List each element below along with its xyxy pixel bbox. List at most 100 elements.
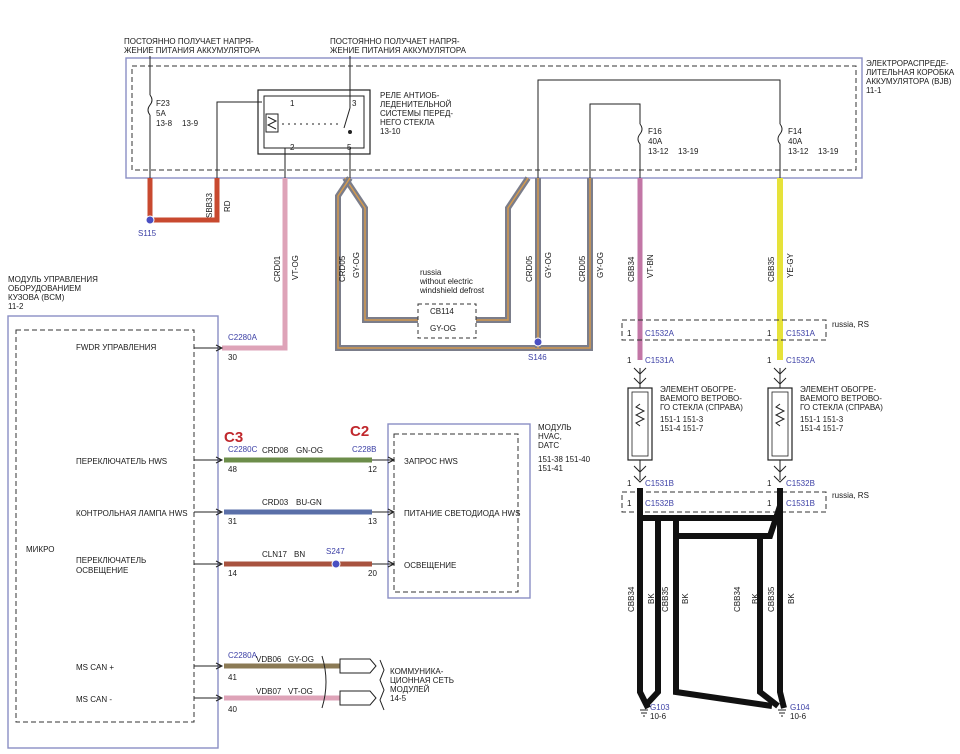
crd05-outer-stripe [337,177,591,349]
crd08-label: CRD08 [262,446,289,455]
lower-pin-right: 1 [767,499,772,508]
bcm-pin-14: 14 [228,569,237,578]
bjb-title-ref: 11-1 [866,86,882,95]
hvac-illum-label: ОСВЕЩЕНИЕ [404,561,456,570]
hvac-title-line1: МОДУЛЬ [538,423,572,432]
upper-pin-right: 1 [767,329,772,338]
c1531a-label: C1531A [645,356,675,365]
bcm-title-ref: 11-2 [8,302,24,311]
heater-left-resistor-icon [774,403,786,427]
f16-fuse-symbol [637,123,643,145]
bcm-illum-label-line1: ПЕРЕКЛЮЧАТЕЛЬ [76,556,146,565]
c1531a-dashed-label: C1531A [786,329,816,338]
bcm-illum-arrow-icon [194,560,224,568]
heater-right-top-chevron-icon [633,367,647,385]
bcm-can-plus-label: MS CAN + [76,663,114,672]
heater-left-title-line3: ГО СТЕКЛА (СПРАВА) [800,403,883,412]
s115-label: S115 [138,229,157,238]
g104-ref: 10-6 [790,712,807,721]
f14-rating: 40A [788,137,803,146]
can-net-title-line2: ЦИОННАЯ СЕТЬ [390,676,454,685]
vdb06-label: VDB06 [256,655,282,664]
bcm-title-line2: ОБОРУДОВАНИЕМ [8,284,81,293]
heater-right-resistor-icon [634,403,646,427]
relay-title-line2: ЛЕДЕНИТЕЛЬНОЙ [380,100,452,109]
vdb07-label: VDB07 [256,687,282,696]
hvac-outer-box [387,423,531,599]
lower-pin-left: 1 [627,499,632,508]
bcm-can-plus-arrow-icon [194,662,224,670]
relay-title-ref: 13-10 [380,127,401,136]
s115-splice [145,215,155,225]
relay-switch-icon [343,107,351,129]
bcm-title-line1: МОДУЛЬ УПРАВЛЕНИЯ [8,275,98,284]
c1531b-dashed-label: C1531B [786,499,815,508]
crd05-label-a: CRD05 [338,255,347,282]
g103-label: G103 [650,703,670,712]
hvac-title-line3: DATC [538,441,559,450]
heater-right-bottom-chevron-icon [633,465,647,483]
f14-name: F14 [788,127,802,136]
ground-wire-e [777,488,787,709]
f16-rating: 40A [648,137,663,146]
bcm-micro-label: МИКРО [26,545,54,554]
bcm-can-minus-label: MS CAN - [76,695,112,704]
ground-bk-1: BK [647,593,656,604]
relay-outer-box [257,89,371,155]
bjb-title-line3: АККУМУЛЯТОРА (BJB) [866,77,952,86]
cbb34-label: CBB34 [627,256,636,282]
bcm-conn-c2280a-bottom: C2280A [228,651,258,660]
bcm-can-minus-arrow-icon [194,694,224,702]
crd05-color-a: GY-OG [352,252,361,278]
hvac-req-label: ЗАПРОС HWS [404,457,458,466]
sbb33-label: SBB33 [205,193,214,218]
bjb-outer-box [125,57,863,179]
bcm-conn-c2280a-top: C2280A [228,333,258,342]
relay-pin1: 1 [290,99,295,108]
relay-coil-winding-icon [266,116,278,130]
bcm-pin-41: 41 [228,673,237,682]
s146-label: S146 [528,353,547,362]
c2-label: C2 [350,423,369,440]
crd05-inner-stripe [344,177,529,321]
f23-fuse-symbol [147,94,153,116]
c1531b-pin: 1 [627,479,632,488]
heater-right-refs2: 151-4 151-7 [660,424,704,433]
relay-inner-box [263,95,365,149]
c1532b-pin: 1 [767,479,772,488]
cb114-label: CB114 [430,307,454,316]
crd05-color-b: GY-OG [544,252,553,278]
s146-splice [533,337,543,347]
relay-title-line1: РЕЛЕ АНТИОБ- [380,91,440,100]
cln17-label: CLN17 [262,550,287,559]
f23-supply-note-line2: ЖЕНИЕ ПИТАНИЯ АККУМУЛЯТОРА [124,46,261,55]
c1531b-label: C1531B [645,479,674,488]
hvac-pin-13: 13 [368,517,377,526]
relay-pin3: 3 [352,99,357,108]
can-net-ref: 14-5 [390,694,407,703]
russia-note-line2: without electric [419,277,473,286]
bcm-pin-30: 30 [228,353,237,362]
f16-ref1: 13-12 [648,147,669,156]
c1532b-dashed-label: C1532B [645,499,674,508]
c1532a-dashed-label: C1532A [645,329,675,338]
ground-wire-b [642,520,661,709]
can-plus-connector-icon [339,658,377,674]
crd03-color: BU-GN [296,498,322,507]
hvac-led-label: ПИТАНИЕ СВЕТОДИОДА HWS [404,509,520,518]
bjb-link-wire [589,103,641,178]
hvac-led-arrow-icon [372,508,396,516]
russia-note-line3: windshield defrost [419,286,485,295]
f23-ref1: 13-8 [156,119,173,128]
crd05-label-b: CRD05 [525,255,534,282]
crd03-label: CRD03 [262,498,289,507]
bcm-inner-box [15,329,195,723]
heater-left-bottom-chevron-icon [773,465,787,483]
can-minus-connector-icon [339,690,377,706]
heater-left-title-line2: ВАЕМОГО ВЕТРОВО- [800,394,882,403]
heater-right-element [627,387,653,461]
c1532b-label: C1532B [786,479,815,488]
c1532a-label: C1532A [786,356,816,365]
cb114-color: GY-OG [430,324,456,333]
